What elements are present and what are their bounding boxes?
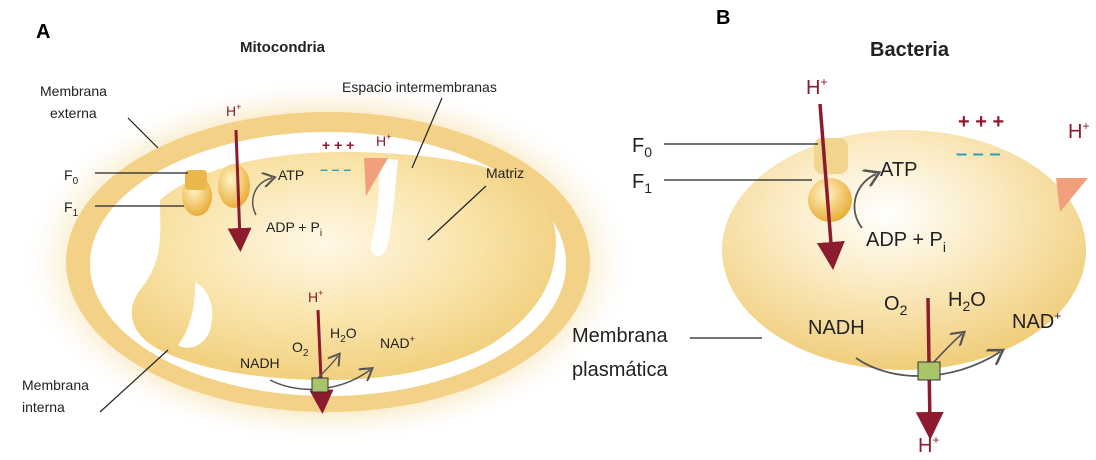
- inner-membrane-label-1: Membrana: [22, 377, 89, 393]
- nad-label-b: NAD+: [1012, 309, 1061, 333]
- plasma-membrane-label-1: Membrana: [572, 325, 668, 347]
- complex-box-a: [312, 378, 328, 392]
- atp-synthase-f0-b: [814, 138, 848, 174]
- matrix-label: Matriz: [486, 165, 524, 181]
- f1-label-b: F1: [632, 171, 652, 196]
- plasma-membrane-label-2: plasmática: [572, 359, 668, 381]
- atp-synthase-center: [218, 164, 250, 208]
- panel-b: B Bacteria F0 F1 H+ ATP ADP + Pi + + + –…: [572, 7, 1089, 457]
- panel-b-letter: B: [716, 7, 730, 29]
- plus-signs-b: + + +: [958, 111, 1004, 133]
- proton-label-b-top: H+: [806, 75, 827, 99]
- minus-signs-b: – – –: [956, 143, 1000, 165]
- proton-label-b-wedge: H+: [1068, 119, 1089, 143]
- panel-b-title: Bacteria: [870, 39, 950, 61]
- intermembrane-label: Espacio intermembranas: [342, 79, 497, 95]
- complex-box-b: [918, 362, 940, 380]
- panel-a: A Mitocondria F0 F1 H+ ATP ADP + Pi + + …: [22, 21, 628, 440]
- f0-label-b: F0: [632, 135, 652, 160]
- outer-membrane-label-2: externa: [50, 105, 97, 121]
- proton-label-b-bottom: H+: [918, 433, 939, 457]
- atp-label-a: ATP: [278, 167, 304, 183]
- minus-signs-a: – – –: [320, 161, 351, 177]
- nadh-label-b: NADH: [808, 317, 865, 339]
- panel-a-title: Mitocondria: [240, 39, 326, 56]
- inner-membrane-label-2: interna: [22, 399, 65, 415]
- outer-membrane-label-1: Membrana: [40, 83, 107, 99]
- atp-label-b: ATP: [880, 159, 917, 181]
- plus-signs-a: + + +: [322, 137, 354, 153]
- nadh-label-a: NADH: [240, 355, 280, 371]
- atp-synthase-left-stalk: [185, 170, 207, 190]
- panel-a-letter: A: [36, 21, 50, 43]
